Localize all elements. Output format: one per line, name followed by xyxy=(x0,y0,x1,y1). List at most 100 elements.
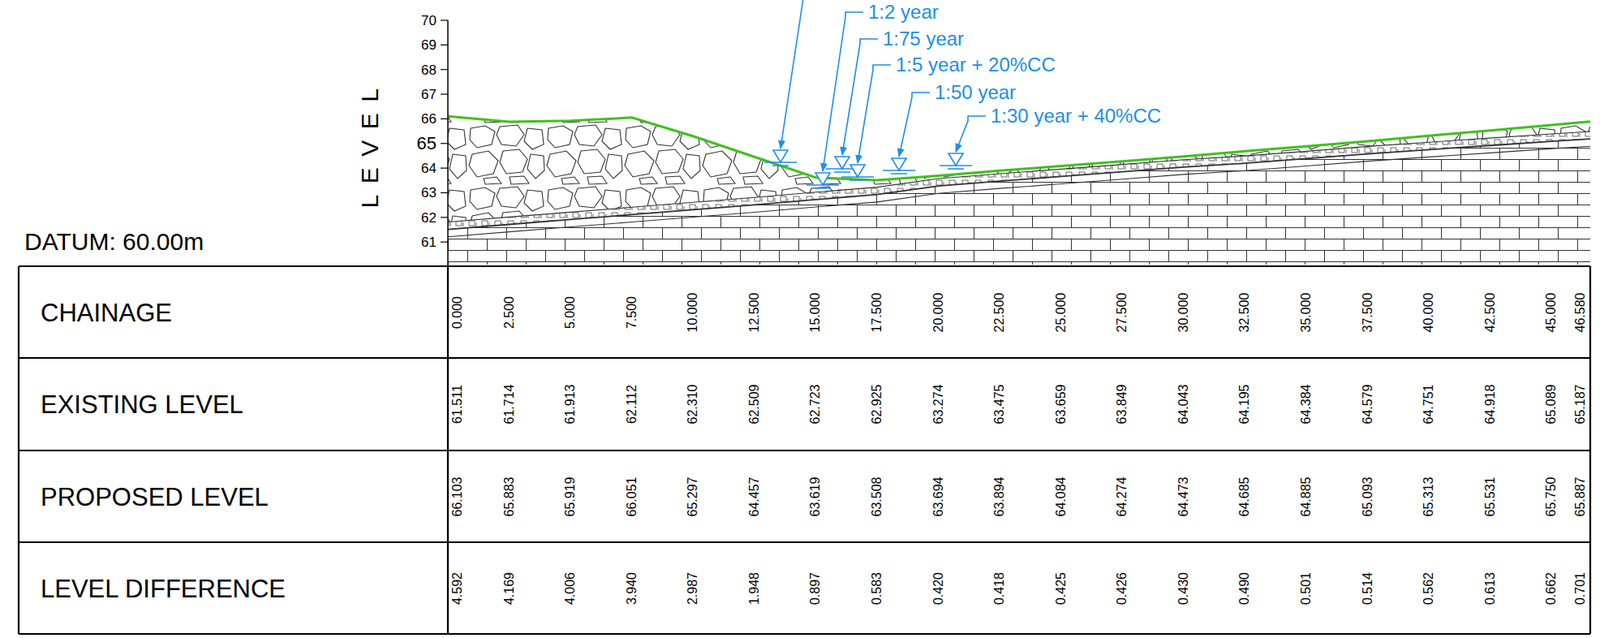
table-value: 64.384 xyxy=(1299,384,1313,425)
table-value: 4.169 xyxy=(503,571,517,604)
table-value: 64.195 xyxy=(1238,384,1252,425)
table-value: 4.592 xyxy=(451,571,465,604)
layer-line xyxy=(447,146,1591,237)
table-value: 0.418 xyxy=(993,571,1007,604)
table-value: 63.274 xyxy=(932,384,946,425)
table-value: 0.426 xyxy=(1115,571,1129,604)
axis-tick-label: 61 xyxy=(421,235,437,250)
table-value: 0.490 xyxy=(1238,571,1252,604)
water-level-symbol xyxy=(773,150,788,163)
leader-line xyxy=(842,38,878,155)
water-line xyxy=(806,184,839,189)
table-value: 20.000 xyxy=(932,292,946,332)
table-value: 46.580 xyxy=(1574,292,1588,332)
table-value: 61.913 xyxy=(563,384,577,425)
table-value: 63.694 xyxy=(932,476,946,517)
table-value: 25.000 xyxy=(1054,292,1068,332)
axis-tick-label: 70 xyxy=(421,13,437,28)
water-level-symbol xyxy=(815,172,831,185)
table-value: 65.187 xyxy=(1574,384,1588,425)
datum-note: DATUM: 60.00m xyxy=(24,229,204,254)
table-value: 0.897 xyxy=(808,571,822,604)
flood-return-label: 1:30 year + 40%CC xyxy=(990,106,1162,126)
ground-profile xyxy=(447,116,1591,265)
table-value: 64.457 xyxy=(748,476,762,517)
flood-return-label: 1:50 year xyxy=(934,82,1016,103)
table-value: 27.500 xyxy=(1115,292,1129,332)
row-header: CHAINAGE xyxy=(40,299,173,325)
table-value: 63.508 xyxy=(870,476,884,517)
table-value: 0.701 xyxy=(1574,571,1588,604)
table-value: 64.685 xyxy=(1238,476,1252,517)
table-value: 66.103 xyxy=(451,476,465,517)
table-value: 65.313 xyxy=(1422,476,1436,517)
layer-line xyxy=(447,138,1591,230)
water-level-symbol xyxy=(948,153,964,166)
layer-line xyxy=(447,131,1591,223)
axis-tick-label: 68 xyxy=(421,62,437,77)
water-line xyxy=(939,165,973,169)
table-value: 64.043 xyxy=(1177,384,1191,425)
table-value: 12.500 xyxy=(748,292,762,332)
table-value: 64.084 xyxy=(1054,476,1068,517)
row-header: EXISTING LEVEL xyxy=(40,391,244,418)
table-value: 2.500 xyxy=(503,295,517,328)
table-value: 42.500 xyxy=(1483,292,1497,332)
table-value: 32.500 xyxy=(1238,292,1252,332)
table-value: 65.883 xyxy=(503,476,517,517)
axis-title: LEVEL xyxy=(357,77,383,209)
axis-tick-label: 62 xyxy=(421,210,437,224)
leader-line xyxy=(857,64,891,164)
data-table-grid xyxy=(18,266,1591,634)
table-value: 61.714 xyxy=(503,384,517,425)
table-value: 35.000 xyxy=(1299,292,1313,332)
table-value: 15.000 xyxy=(808,292,822,332)
table-value: 65.093 xyxy=(1361,476,1375,517)
proposed-level-line xyxy=(447,116,1591,181)
table-value: 63.894 xyxy=(993,476,1007,517)
table-value: 10.000 xyxy=(686,292,700,332)
table-value: 62.723 xyxy=(808,384,822,425)
level-axis xyxy=(440,20,448,267)
axis-tick-label: 69 xyxy=(421,38,437,52)
table-value: 62.310 xyxy=(686,384,700,425)
axis-tick-label: 66 xyxy=(421,111,437,126)
table-value: 37.500 xyxy=(1361,292,1375,332)
water-line xyxy=(882,170,916,174)
table-value: 4.006 xyxy=(563,571,577,604)
table-value: 0.501 xyxy=(1299,571,1313,604)
table-value: 5.000 xyxy=(563,295,577,328)
table-value: 64.885 xyxy=(1299,476,1313,517)
table-value: 63.659 xyxy=(1054,384,1068,425)
table-value: 2.987 xyxy=(686,571,700,604)
axis-tick-label: 65 xyxy=(417,134,437,153)
table-value: 63.475 xyxy=(993,384,1007,425)
row-header: PROPOSED LEVEL xyxy=(40,483,269,509)
rock-fill xyxy=(447,116,1591,222)
water-level-symbol xyxy=(834,156,850,169)
table-value: 64.473 xyxy=(1177,476,1191,517)
table-value: 64.918 xyxy=(1483,384,1497,425)
table-value: 65.919 xyxy=(563,476,577,517)
table-value: 17.500 xyxy=(870,292,884,332)
water-level-symbol xyxy=(850,164,865,177)
axis-tick-label: 67 xyxy=(421,87,437,102)
flood-return-label: 1:2 year xyxy=(868,2,939,22)
table-value: 0.514 xyxy=(1361,571,1375,604)
table-value: 0.613 xyxy=(1483,571,1497,604)
leader-line xyxy=(780,0,804,149)
table-value: 64.579 xyxy=(1361,384,1375,425)
table-value: 61.511 xyxy=(451,384,465,424)
table-value: 63.849 xyxy=(1115,384,1129,425)
axis-tick-label: 64 xyxy=(421,161,437,176)
table-value: 0.000 xyxy=(451,295,465,328)
table-value: 0.430 xyxy=(1177,571,1191,604)
table-value: 40.000 xyxy=(1422,292,1436,332)
table-value: 65.531 xyxy=(1483,476,1497,517)
table-value: 65.089 xyxy=(1544,384,1558,425)
table-value: 3.940 xyxy=(625,571,639,604)
leader-line xyxy=(898,92,930,157)
table-value: 7.500 xyxy=(625,295,639,328)
